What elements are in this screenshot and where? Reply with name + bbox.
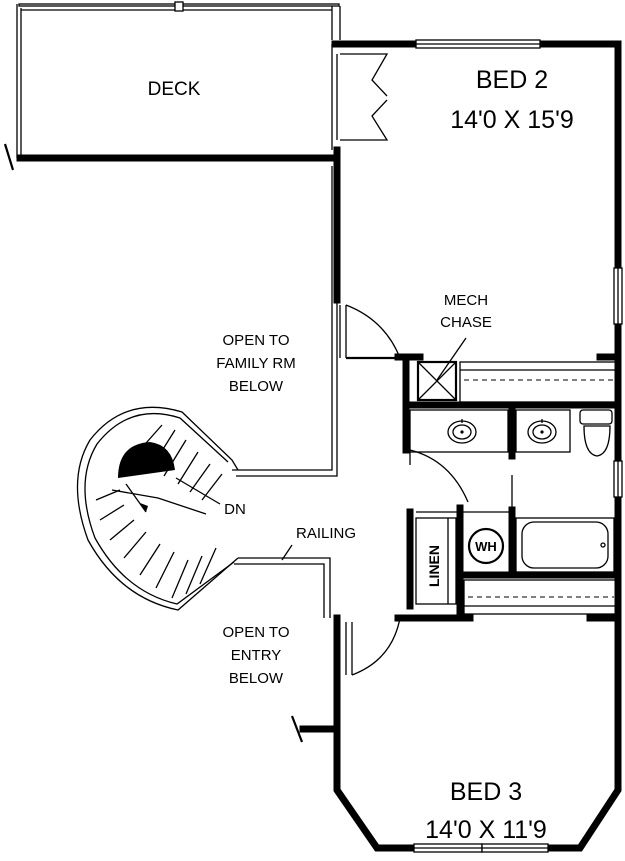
open-family-label-3: BELOW [229,378,284,395]
stair [76,406,239,611]
open-family-label-2: FAMILY RM [216,355,295,372]
water-heater [467,527,505,565]
deck-door [331,44,389,150]
stair-arrow [125,483,147,513]
bed2-door-swing [345,304,401,359]
deck [3,1,341,171]
stub-break-mark [290,715,304,743]
railing-leader [281,544,293,561]
stair-rail-inner [111,489,207,515]
deck-break-mark [3,143,15,171]
linen-label: LINEN [426,545,442,587]
railing-entry-2 [234,563,325,618]
open-family-label-1: OPEN TO [223,332,290,349]
deck-label: DECK [148,79,201,100]
stair-treads-upper [123,424,223,501]
wall-bed3-right [556,614,622,852]
windows [413,39,623,853]
mech-chase-leader [436,337,467,381]
railing-entry [238,557,331,618]
wall-bed3-left [333,614,424,852]
railing-label: RAILING [296,525,356,542]
stair-rail-outer-2 [84,412,235,605]
stair-dn-label: DN [224,501,246,518]
bed2-size: 14'0 X 15'9 [450,106,574,134]
linen-closet [415,517,457,605]
bathtub [512,517,615,573]
walls [16,40,622,852]
mech-chase-label-2: CHASE [440,314,492,331]
dn-leader [175,477,221,505]
closets [415,361,619,615]
water-heater-label: WH [475,539,497,554]
bath-fixtures [409,409,615,573]
closet-bed3 [463,579,619,615]
labels: DECK BED 2 14'0 X 15'9 BED 3 14'0 X 11'9… [148,66,574,844]
closet-bed2 [459,361,619,403]
railing-family-rm [232,166,333,471]
bed2-name: BED 2 [476,66,548,94]
railings [232,166,338,618]
vanity-right [515,409,571,453]
stair-newel [118,442,175,478]
stair-rail-outer [76,406,239,611]
open-entry-label-3: BELOW [229,670,284,687]
bed3-size: 14'0 X 11'9 [425,816,547,844]
sink-right [527,419,557,444]
vanity-left [409,409,509,453]
mech-chase-x2 [417,361,457,401]
bed3-door-swing [351,617,401,676]
deck-door-leaf-top [340,53,389,97]
open-entry-label-2: ENTRY [231,647,282,664]
mech-chase [416,337,467,402]
stair-arrow-head [140,503,148,512]
wall-deck-bottom [16,154,341,164]
bed3-name: BED 3 [450,778,522,806]
open-entry-label-1: OPEN TO [223,624,290,641]
mech-chase-box [416,360,458,402]
toilet [579,409,613,457]
interior-walls [394,353,622,622]
sink-left [447,419,477,444]
deck-door-leaf-bottom [340,99,389,141]
mech-chase-label-1: MECH [444,292,488,309]
stair-treads-lower [95,489,217,599]
railing-family-rm-2 [236,300,338,477]
bath-door-swing [409,449,469,503]
deck-post [174,1,184,12]
